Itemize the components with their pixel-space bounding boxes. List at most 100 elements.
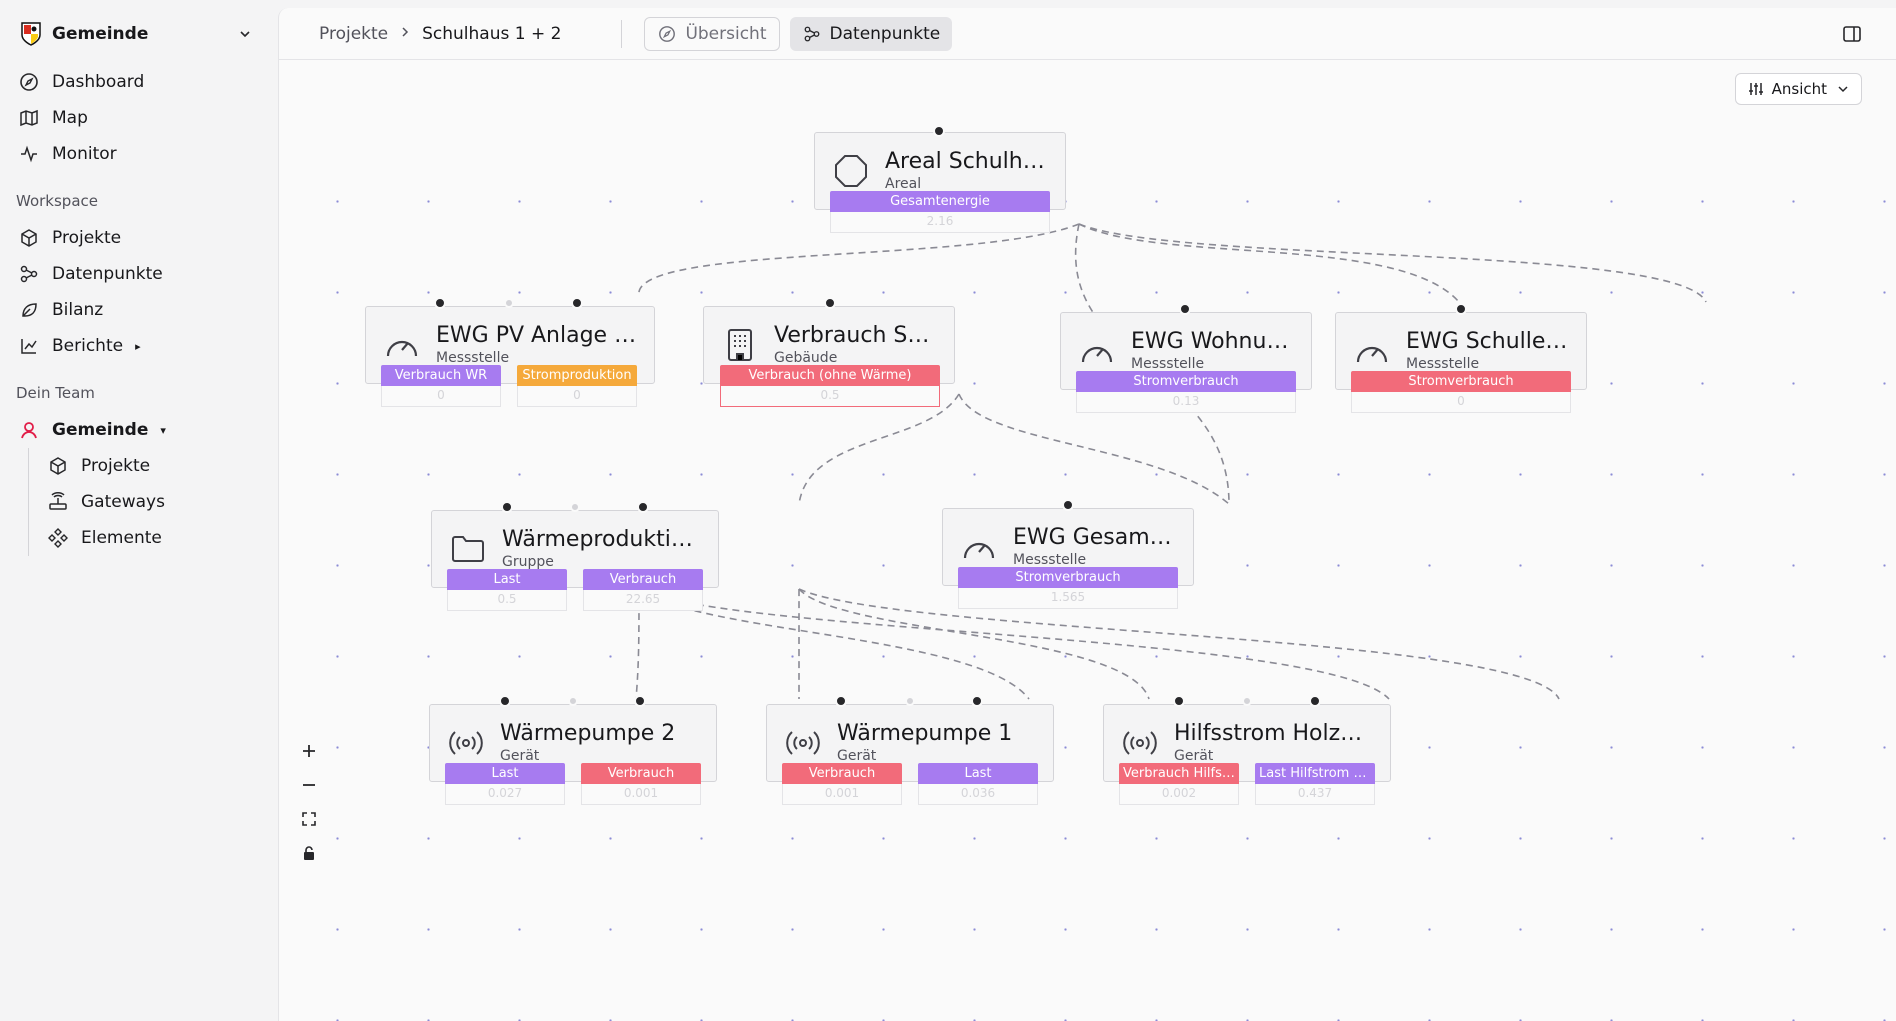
zoom-in-icon[interactable] — [293, 734, 325, 768]
tag-value: 22.65 — [583, 590, 703, 611]
team-switcher[interactable]: Gemeinde — [14, 12, 264, 56]
box-icon — [18, 227, 40, 249]
map-icon — [18, 107, 40, 129]
input-port[interactable] — [634, 695, 646, 707]
nav-berichte[interactable]: Berichte ▸ — [14, 328, 264, 364]
node-type: Messstelle — [1013, 552, 1087, 568]
nav-team-gateways-label: Gateways — [81, 492, 165, 512]
tag-verbrauch-wr[interactable]: Verbrauch WR — [381, 365, 501, 386]
nav-team-gemeinde-label: Gemeinde — [52, 420, 149, 440]
component-icon — [47, 527, 69, 549]
nav-dashboard[interactable]: Dashboard — [14, 64, 264, 100]
gauge-icon — [959, 527, 999, 567]
view-options-button[interactable]: Ansicht — [1734, 73, 1862, 105]
top-bar: Projekte Schulhaus 1 + 2 Übersicht Daten… — [279, 8, 1896, 60]
input-port[interactable] — [571, 297, 583, 309]
tag-stromverbrauch[interactable]: Stromverbrauch — [1351, 371, 1571, 392]
nav-projekte[interactable]: Projekte — [14, 220, 264, 256]
tag-value: 0.001 — [581, 784, 701, 805]
collapse-triangle-icon[interactable]: ▾ — [160, 423, 166, 437]
input-port[interactable] — [1309, 695, 1321, 707]
tag-verbrauch[interactable]: Verbrauch — [782, 763, 902, 784]
tag-value: 0.13 — [1076, 392, 1296, 413]
octagon-icon — [831, 151, 871, 191]
nav-team-gemeinde[interactable]: Gemeinde ▾ — [14, 412, 264, 448]
input-port[interactable] — [835, 695, 847, 707]
input-port[interactable] — [1062, 499, 1074, 511]
node-title: EWG Schulleiterbüro — [1406, 329, 1572, 354]
tag-value: 0.437 — [1255, 784, 1375, 805]
leaf-icon — [18, 299, 40, 321]
panel-right-icon[interactable] — [1840, 22, 1864, 46]
tag-verbrauch-ohne-waerme[interactable]: Verbrauch (ohne Wärme) — [720, 365, 940, 386]
node-title: Wärmepumpe 1 — [837, 721, 1013, 746]
nav-monitor-label: Monitor — [52, 144, 117, 164]
tag-last[interactable]: Last — [918, 763, 1038, 784]
node-title: EWG Wohnung Abw... — [1131, 329, 1297, 354]
expand-triangle-icon[interactable]: ▸ — [135, 339, 141, 353]
tag-stromverbrauch[interactable]: Stromverbrauch — [1076, 371, 1296, 392]
lock-icon[interactable] — [293, 836, 325, 870]
tab-datenpunkte[interactable]: Datenpunkte — [789, 16, 953, 51]
sidebar: Gemeinde Dashboard Map Monitor Workspace… — [0, 0, 278, 1021]
tag-value: 0.5 — [720, 386, 940, 407]
nav-monitor[interactable]: Monitor — [14, 136, 264, 172]
nav-map[interactable]: Map — [14, 100, 264, 136]
nav-dashboard-label: Dashboard — [52, 72, 145, 92]
node-type: Messstelle — [1406, 356, 1480, 372]
input-port[interactable] — [824, 297, 836, 309]
nav-team-elemente[interactable]: Elemente — [43, 520, 264, 556]
tag-verbrauch[interactable]: Verbrauch — [583, 569, 703, 590]
input-port[interactable] — [1179, 303, 1191, 315]
breadcrumb-current[interactable]: Schulhaus 1 + 2 — [422, 23, 562, 44]
node-type: Gebäude — [774, 350, 838, 366]
nav-datenpunkte-label: Datenpunkte — [52, 264, 163, 284]
breadcrumb-projekte[interactable]: Projekte — [319, 23, 389, 44]
input-port[interactable] — [570, 502, 580, 512]
workspace-section-label: Workspace — [16, 192, 98, 210]
zoom-out-icon[interactable] — [293, 768, 325, 802]
radio-signal-icon — [446, 723, 486, 763]
chart-line-icon — [18, 335, 40, 357]
input-port[interactable] — [637, 501, 649, 513]
nav-team-projekte[interactable]: Projekte — [43, 448, 264, 484]
nav-bilanz[interactable]: Bilanz — [14, 292, 264, 328]
tag-last-hilfsstrom[interactable]: Last Hilfstrom Holz... — [1255, 763, 1375, 784]
input-port[interactable] — [1455, 303, 1467, 315]
tag-value: 0 — [517, 386, 637, 407]
tag-value: 0.027 — [445, 784, 565, 805]
input-port[interactable] — [971, 695, 983, 707]
sliders-icon — [1748, 81, 1764, 97]
input-port[interactable] — [434, 297, 446, 309]
input-port[interactable] — [905, 696, 915, 706]
tag-value: 0 — [381, 386, 501, 407]
compass-icon — [657, 24, 677, 44]
tag-verbrauch[interactable]: Verbrauch — [581, 763, 701, 784]
input-port[interactable] — [499, 695, 511, 707]
tag-last[interactable]: Last — [447, 569, 567, 590]
tab-uebersicht[interactable]: Übersicht — [644, 16, 780, 51]
tab-uebersicht-label: Übersicht — [685, 23, 767, 44]
input-port[interactable] — [501, 501, 513, 513]
nav-datenpunkte[interactable]: Datenpunkte — [14, 256, 264, 292]
input-port[interactable] — [568, 696, 578, 706]
input-port[interactable] — [933, 125, 945, 137]
tag-gesamtenergie[interactable]: Gesamtenergie — [830, 191, 1050, 212]
tag-stromverbrauch[interactable]: Stromverbrauch — [958, 567, 1178, 588]
input-port[interactable] — [1173, 695, 1185, 707]
tag-last[interactable]: Last — [445, 763, 565, 784]
tag-stromproduktion[interactable]: Stromproduktion — [517, 365, 637, 386]
flow-canvas[interactable]: Areal Schulhaus Be... Areal Gesamtenergi… — [279, 114, 1896, 1021]
chevron-down-icon — [236, 25, 254, 43]
nav-bilanz-label: Bilanz — [52, 300, 104, 320]
tag-verbrauch-hilfsstrom[interactable]: Verbrauch Hilfstro... — [1119, 763, 1239, 784]
nav-team-gateways[interactable]: Gateways — [43, 484, 264, 520]
main-area: Projekte Schulhaus 1 + 2 Übersicht Daten… — [278, 8, 1896, 1021]
nav-projekte-label: Projekte — [52, 228, 122, 248]
input-port[interactable] — [1242, 696, 1252, 706]
input-port[interactable] — [504, 298, 514, 308]
fit-view-icon[interactable] — [293, 802, 325, 836]
node-type: Messstelle — [1131, 356, 1205, 372]
node-title: Areal Schulhaus Be... — [885, 149, 1051, 174]
nav-team-elemente-label: Elemente — [81, 528, 162, 548]
